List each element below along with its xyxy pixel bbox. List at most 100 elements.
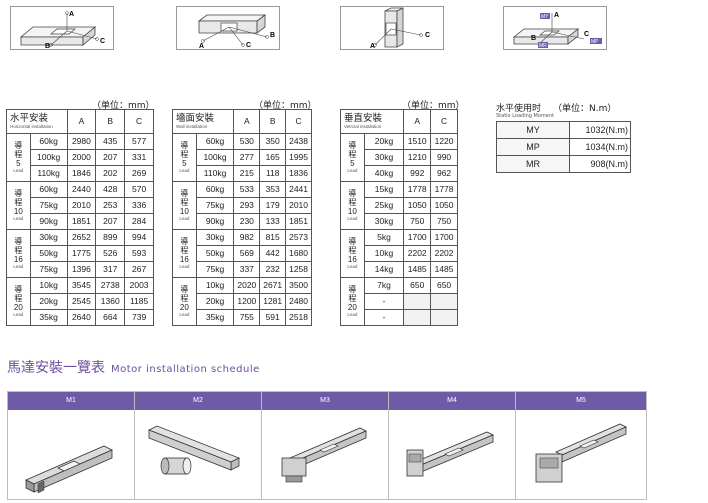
value-cell: 269: [124, 165, 154, 182]
column-header: B: [95, 109, 126, 134]
static-load-subtitle: Statio Loading Moment: [496, 113, 554, 119]
column-header: B: [259, 109, 287, 134]
column-header: A: [233, 109, 261, 134]
value-cell: [403, 309, 432, 326]
load-cell: 75kg: [29, 197, 68, 214]
axis-label-c: C: [100, 38, 105, 45]
value-cell: 990: [430, 149, 458, 166]
load-cell: 25kg: [363, 197, 405, 214]
value-cell: 2010: [66, 197, 97, 214]
load-cell: 10kg: [363, 245, 405, 262]
value-cell: 1485: [403, 261, 432, 278]
column-header: A: [66, 109, 97, 134]
value-cell: 133: [259, 213, 287, 230]
value-cell: 593: [124, 245, 154, 262]
value-cell: 2440: [66, 181, 97, 198]
value-cell: 750: [403, 213, 432, 230]
load-cell: 100kg: [29, 149, 68, 166]
value-cell: 2202: [430, 245, 458, 262]
value-cell: 1778: [403, 181, 432, 198]
wall-install-diagram: A B C: [197, 14, 275, 49]
value-cell: 739: [124, 309, 154, 326]
motor-option-m3: M3: [262, 392, 389, 499]
value-cell: 664: [95, 309, 126, 326]
value-cell: 1851: [66, 213, 97, 230]
moment-key: MR: [496, 155, 570, 173]
value-cell: 317: [95, 261, 126, 278]
axis-label-c: C: [425, 32, 430, 39]
moment-label-mp: MP: [591, 39, 599, 45]
load-cell: 10kg: [195, 277, 235, 294]
value-cell: 1851: [285, 213, 312, 230]
value-cell: 3500: [285, 277, 312, 294]
diagram-vertical: A C: [340, 6, 444, 50]
value-cell: 337: [233, 261, 261, 278]
value-cell: 1396: [66, 261, 97, 278]
value-cell: 1510: [403, 133, 432, 150]
value-cell: 2980: [66, 133, 97, 150]
value-cell: [403, 293, 432, 310]
value-cell: 350: [259, 133, 287, 150]
value-cell: 1200: [233, 293, 261, 310]
value-cell: 1995: [285, 149, 312, 166]
value-cell: 1846: [66, 165, 97, 182]
value-cell: 2545: [66, 293, 97, 310]
axis-label-a: A: [69, 11, 74, 18]
value-cell: 1700: [403, 229, 432, 246]
motor-header: M5: [516, 392, 646, 410]
axis-label-c: C: [584, 31, 589, 38]
load-cell: 90kg: [29, 213, 68, 230]
value-cell: 293: [233, 197, 261, 214]
value-cell: 2640: [66, 309, 97, 326]
value-cell: 992: [403, 165, 432, 182]
load-cell: 110kg: [29, 165, 68, 182]
motor-option-m5: M5: [516, 392, 646, 499]
value-cell: 1836: [285, 165, 312, 182]
load-cell: 30kg: [363, 149, 405, 166]
value-cell: 207: [95, 149, 126, 166]
value-cell: 750: [430, 213, 458, 230]
load-cell: 75kg: [29, 261, 68, 278]
value-cell: 570: [124, 181, 154, 198]
value-cell: 2738: [95, 277, 126, 294]
value-cell: 179: [259, 197, 287, 214]
value-cell: [430, 293, 458, 310]
value-cell: 2010: [285, 197, 312, 214]
load-cell: 75kg: [195, 197, 235, 214]
column-header: C: [124, 109, 154, 134]
value-cell: 994: [124, 229, 154, 246]
value-cell: 569: [233, 245, 261, 262]
value-cell: 899: [95, 229, 126, 246]
value-cell: 1778: [430, 181, 458, 198]
axis-label-c: C: [246, 42, 251, 49]
motor-m3-illustration: [281, 427, 367, 483]
value-cell: 1360: [95, 293, 126, 310]
load-cell: 35kg: [195, 309, 235, 326]
value-cell: 2480: [285, 293, 312, 310]
value-cell: 2441: [285, 181, 312, 198]
load-cell: -: [363, 293, 405, 310]
